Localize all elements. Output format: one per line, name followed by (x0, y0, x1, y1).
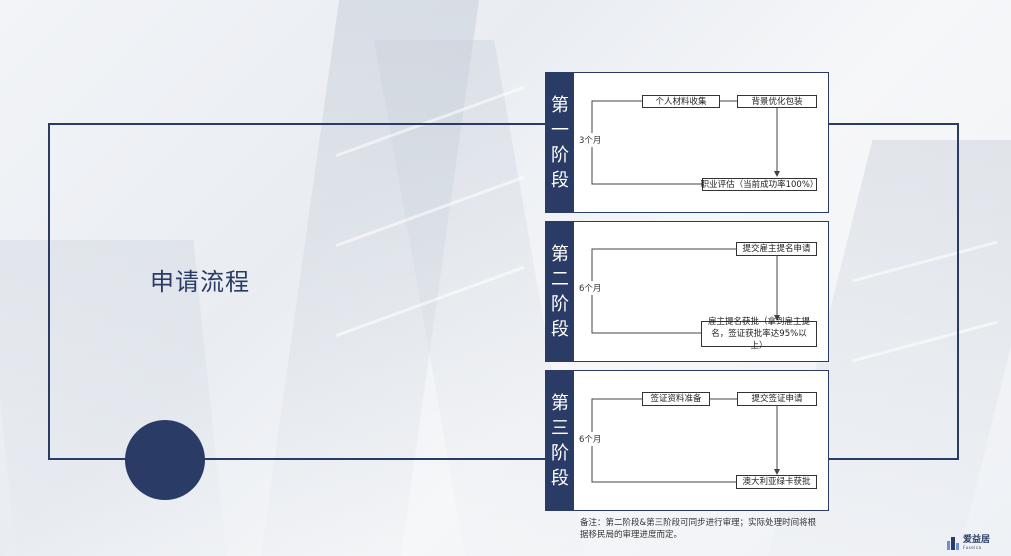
node-pr-approved: 澳大利亚绿卡获批 (736, 475, 817, 489)
stage-3-label: 第 三 阶 段 (546, 371, 574, 510)
decorative-circle (125, 420, 205, 500)
brand-logo: 爱益居 Fuseica (946, 535, 990, 550)
page-title: 申请流程 (150, 268, 250, 296)
frame-top-line (48, 123, 545, 125)
stage-2-label: 第 二 阶 段 (546, 222, 574, 361)
node-career-assessment: 职业评估（当前成功率100%） (700, 178, 819, 191)
stage-3-duration: 6个月 (579, 432, 602, 446)
stage-3-card: 第 三 阶 段 6个月 签证资料准备 提交签证申请 澳大利亚绿卡获批 (545, 370, 829, 511)
node-visa-materials: 签证资料准备 (642, 392, 710, 406)
frame-bottom-line (48, 458, 545, 460)
node-employer-nomination-approved: 雇主提名获批（拿到雇主提名，签证获批率达95%以上） (701, 317, 817, 351)
stage-1-label: 第 一 阶 段 (546, 73, 574, 212)
stage-2-duration: 6个月 (579, 281, 602, 295)
frame-right-line (957, 123, 959, 460)
node-submit-visa: 提交签证申请 (737, 392, 817, 406)
node-personal-materials: 个人材料收集 (642, 95, 720, 108)
buildings-logo-icon (947, 537, 959, 550)
footnote: 备注：第二阶段&第三阶段可同步进行审理；实际处理时间将根据移民局的审理进度而定。 (580, 518, 817, 540)
frame-left-line (48, 123, 50, 460)
logo-subtitle: Fuseica (963, 545, 982, 550)
node-background-optimization: 背景优化包装 (737, 95, 817, 108)
stage-2-card: 第 二 阶 段 6个月 提交雇主提名申请 雇主提名获批（拿到雇主提名，签证获批率… (545, 221, 829, 362)
stage-1-duration: 3个月 (579, 133, 602, 147)
frame-right-top-line (829, 123, 959, 125)
frame-right-bottom-line (829, 458, 959, 460)
logo-name: 爱益居 (963, 535, 991, 545)
stage-1-card: 第 一 阶 段 3个月 个人材料收集 背景优化包装 职业评估（当前成功率100%… (545, 72, 829, 213)
node-submit-employer-nomination: 提交雇主提名申请 (736, 242, 817, 256)
